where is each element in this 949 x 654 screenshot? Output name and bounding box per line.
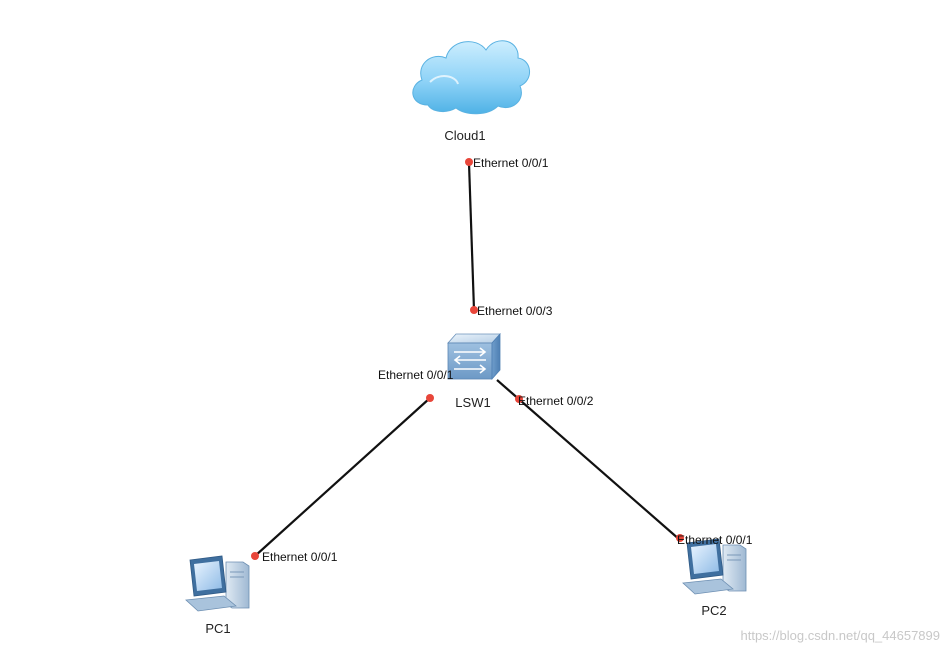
cloud1-node[interactable]: Cloud1 xyxy=(412,40,530,143)
port-label-lsw1-e003: Ethernet 0/0/3 xyxy=(477,304,553,318)
port-dot-lsw1-e002[interactable] xyxy=(515,395,523,403)
port-label-lsw1-e001: Ethernet 0/0/1 xyxy=(378,368,454,382)
cloud-icon xyxy=(412,40,530,115)
port-label-pc2-e001: Ethernet 0/0/1 xyxy=(677,533,753,547)
port-dot-pc2-e001[interactable] xyxy=(676,534,684,542)
link-cloud1-lsw1[interactable] xyxy=(467,162,476,311)
pc1-node[interactable]: PC1 xyxy=(185,555,250,636)
switch-icon xyxy=(447,332,501,381)
cloud1-label: Cloud1 xyxy=(444,128,485,143)
port-label-lsw1-e002: Ethernet 0/0/2 xyxy=(518,394,594,408)
port-label-cloud1-e001: Ethernet 0/0/1 xyxy=(473,156,549,170)
watermark-text: https://blog.csdn.net/qq_44657899 xyxy=(741,628,941,643)
pc1-label: PC1 xyxy=(205,621,230,636)
lsw1-label: LSW1 xyxy=(455,395,490,410)
pc2-node[interactable]: PC2 xyxy=(682,538,747,618)
pc-icon xyxy=(185,555,250,612)
lsw1-node[interactable]: LSW1 xyxy=(447,332,501,410)
port-dot-lsw1-e001[interactable] xyxy=(426,394,434,402)
port-label-pc1-e001: Ethernet 0/0/1 xyxy=(262,550,338,564)
port-dot-lsw1-e003[interactable] xyxy=(470,306,478,314)
link-lsw1-pc2[interactable] xyxy=(496,379,681,541)
port-dot-pc1-e001[interactable] xyxy=(251,552,259,560)
link-lsw1-pc1[interactable] xyxy=(254,397,431,557)
pc-icon xyxy=(682,538,747,595)
pc2-label: PC2 xyxy=(701,603,726,618)
port-dot-cloud1-e001[interactable] xyxy=(465,158,473,166)
